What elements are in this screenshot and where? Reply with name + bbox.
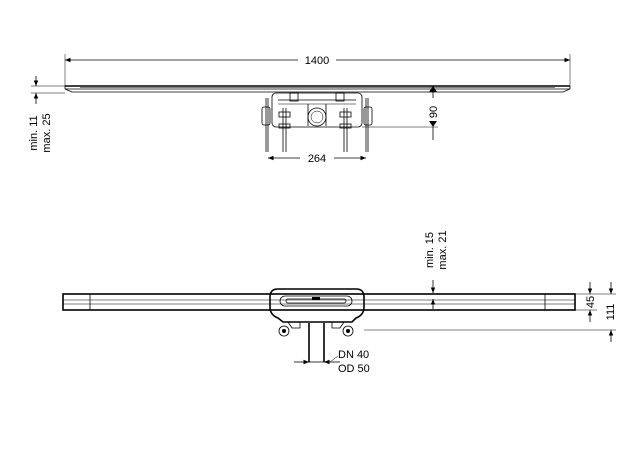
- dimension-111: 111: [364, 282, 617, 342]
- channel-plate: [64, 85, 571, 93]
- side-view: min. 15 max. 21 45 111 DN 40 OD 50: [62, 230, 617, 375]
- dimension-outlet: DN 40 OD 50: [294, 349, 370, 375]
- dimension-90: 90: [360, 85, 440, 140]
- cover-min-label: min. 15: [424, 232, 436, 268]
- drain-body-front: [261, 92, 373, 152]
- outlet-od-label: OD 50: [338, 363, 370, 375]
- outlet-pipe: [308, 323, 325, 363]
- profile-height-label: 45: [585, 296, 597, 308]
- drain-housing: [269, 288, 365, 337]
- outlet-dn-label: DN 40: [338, 349, 369, 361]
- thickness-min-label: min. 11: [28, 115, 40, 150]
- total-height-label: 111: [605, 304, 617, 321]
- height-90-label: 90: [428, 106, 440, 118]
- dimension-45: 45: [575, 282, 597, 322]
- top-view: 1400 264 90 min. 11 max. 25: [28, 53, 571, 165]
- dimension-1400: 1400: [64, 53, 571, 86]
- dimension-plate-thickness: min. 11 max. 25: [28, 76, 65, 153]
- mount-width-label: 264: [308, 153, 326, 165]
- cover-max-label: max. 21: [437, 230, 449, 269]
- overall-length-label: 1400: [305, 55, 329, 67]
- thickness-max-label: max. 25: [41, 113, 53, 152]
- dimension-cover-depth: min. 15 max. 21: [424, 230, 449, 309]
- dimension-264: 264: [268, 151, 366, 165]
